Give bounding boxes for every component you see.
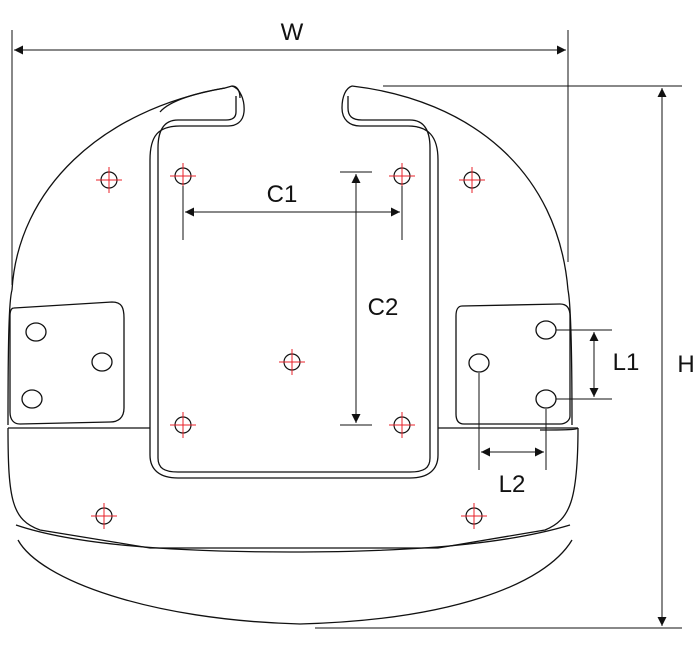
mounting-hole (170, 412, 196, 438)
label-w: W (281, 19, 304, 46)
shell-left (7, 289, 13, 426)
left-tab-hole-top (25, 322, 47, 342)
label-l1: L1 (613, 349, 640, 376)
left-tab-hole-mid (91, 352, 113, 372)
left-hook (149, 85, 439, 479)
mounting-hole (96, 167, 122, 193)
dimension-lines (11, 30, 682, 629)
plate-outline-group (7, 85, 579, 625)
right-tab-hole-mid (468, 353, 490, 373)
mounting-hole (91, 503, 117, 529)
mounting-hole (461, 503, 487, 529)
mounting-hole (389, 163, 415, 189)
mounting-hole (389, 412, 415, 438)
mounting-hole (279, 349, 305, 375)
left-tab-hole-bottom (21, 389, 43, 409)
lower-band (7, 427, 579, 549)
mounting-hole (170, 163, 196, 189)
left-tab (9, 301, 125, 425)
mounting-holes (91, 163, 487, 529)
right-tab-hole-bottom (535, 389, 557, 409)
right-tab-hole-top (535, 320, 557, 340)
label-h: H (677, 351, 694, 378)
right-tab (455, 303, 571, 425)
inner-window (157, 96, 431, 473)
left-notch (159, 87, 226, 113)
mounting-hole (459, 167, 485, 193)
label-l2: L2 (499, 471, 526, 498)
lower-band-divider (15, 524, 571, 553)
bottom-bowl (17, 539, 573, 625)
label-c2: C2 (368, 294, 399, 321)
label-c1: C1 (267, 181, 298, 208)
